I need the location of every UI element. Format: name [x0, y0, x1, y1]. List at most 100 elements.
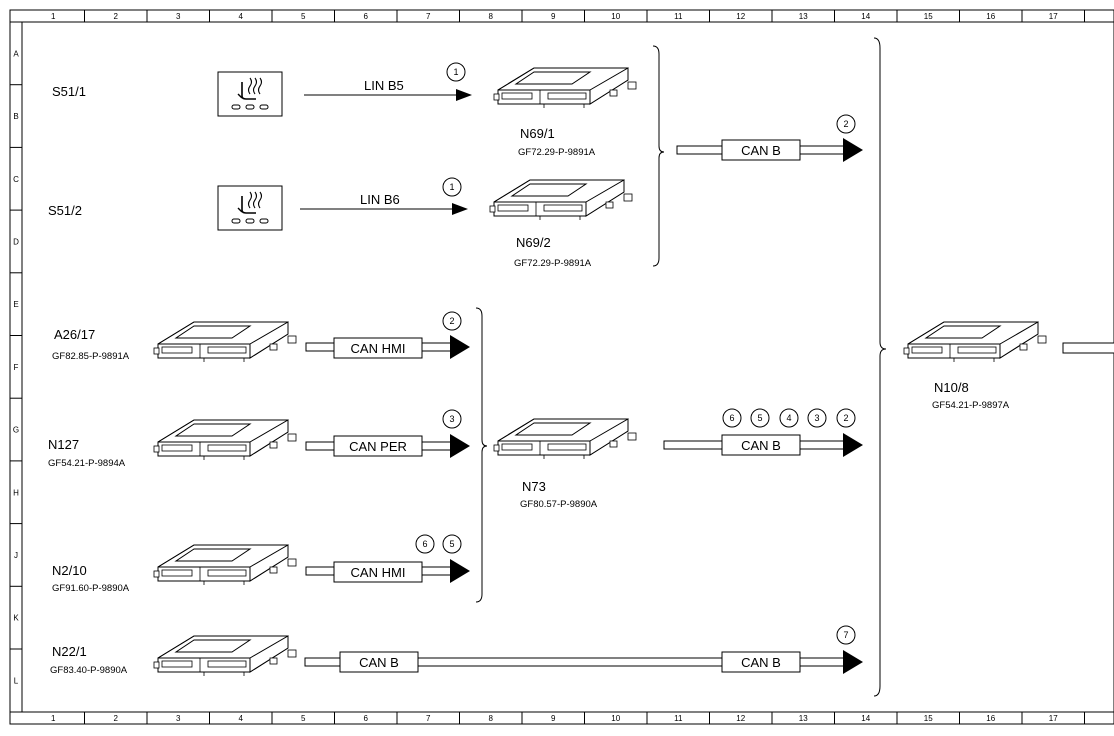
- bus-label: CAN HMI: [351, 565, 406, 580]
- can-b-n69-arrow: CAN B: [676, 138, 863, 162]
- bus-label: CAN HMI: [351, 341, 406, 356]
- column-ruler-label: 13: [799, 714, 808, 723]
- marker-5-can-b-n73: 5: [750, 408, 770, 428]
- brace-n73-inputs: [475, 307, 488, 603]
- marker-1-lin-b5: 1: [446, 62, 466, 82]
- row-ruler-label: D: [13, 237, 19, 246]
- module-reference: GF72.29-P-9891A: [518, 147, 596, 158]
- marker-2-can-b-n69: 2: [836, 114, 856, 134]
- module-label: N10/8: [934, 380, 969, 395]
- can-b-n73-arrow: CAN B: [663, 433, 863, 457]
- marker-2-can-hmi-a26: 2: [442, 311, 462, 331]
- brace-n69: [652, 45, 665, 267]
- module-label: N22/1: [52, 644, 87, 659]
- svg-text:7: 7: [843, 630, 848, 640]
- svg-text:5: 5: [757, 413, 762, 423]
- column-ruler-label: 14: [861, 714, 870, 723]
- lin-b6-line: LIN B6: [300, 192, 468, 215]
- module-reference: GF54.21-P-9897A: [932, 400, 1010, 411]
- module-label: N73: [522, 479, 546, 494]
- module-reference: GF72.29-P-9891A: [514, 258, 592, 269]
- marker-6-can-hmi-n2: 6: [415, 534, 435, 554]
- column-ruler-label: 11: [674, 714, 683, 723]
- row-ruler-label: B: [13, 112, 18, 121]
- module-n10-8: N10/8 GF54.21-P-9897A: [903, 321, 1047, 411]
- column-ruler-label: 1: [51, 12, 56, 21]
- svg-text:1: 1: [449, 182, 454, 192]
- module-n22-1: N22/1 GF83.40-P-9890A: [50, 635, 297, 677]
- seat-heater-icon: [217, 185, 283, 231]
- drawing-frame: [9, 9, 1114, 725]
- row-ruler-label: E: [13, 300, 18, 309]
- switch-label: S51/2: [48, 203, 82, 218]
- row-ruler-label: L: [14, 676, 19, 685]
- svg-text:5: 5: [449, 539, 454, 549]
- module-label: N69/1: [520, 126, 555, 141]
- svg-text:4: 4: [786, 413, 791, 423]
- bus-label: LIN B5: [364, 78, 404, 93]
- column-ruler-label: 5: [301, 12, 306, 21]
- brace-n10-8: [873, 37, 887, 697]
- marker-1-lin-b6: 1: [442, 177, 462, 197]
- column-ruler-label: 7: [426, 714, 431, 723]
- n10-8-output-stub: [1062, 342, 1114, 354]
- column-ruler-label: 12: [736, 714, 745, 723]
- column-ruler-label: 4: [239, 12, 244, 21]
- column-ruler-label: 16: [986, 714, 995, 723]
- svg-text:3: 3: [449, 414, 454, 424]
- marker-7-can-b-n22: 7: [836, 625, 856, 645]
- column-ruler-label: 6: [364, 12, 369, 21]
- column-ruler-label: 17: [1049, 714, 1058, 723]
- column-ruler-label: 13: [799, 12, 808, 21]
- module-reference: GF83.40-P-9890A: [50, 665, 128, 676]
- row-ruler-label: K: [13, 614, 19, 623]
- column-ruler-label: 9: [551, 714, 556, 723]
- bus-label: CAN B: [741, 438, 781, 453]
- column-ruler-label: 11: [674, 12, 683, 21]
- column-ruler-label: 4: [239, 714, 244, 723]
- row-ruler-label: G: [13, 426, 19, 435]
- svg-text:2: 2: [843, 119, 848, 129]
- marker-5-can-hmi-n2: 5: [442, 534, 462, 554]
- column-ruler-label: 8: [489, 714, 494, 723]
- column-ruler-label: 15: [924, 714, 933, 723]
- module-label: N2/10: [52, 563, 87, 578]
- module-reference: GF91.60-P-9890A: [52, 583, 130, 594]
- column-ruler-label: 15: [924, 12, 933, 21]
- module-reference: GF80.57-P-9890A: [520, 499, 598, 510]
- bus-label: CAN B: [741, 655, 781, 670]
- can-per-n127-arrow: CAN PER: [305, 434, 470, 458]
- marker-3-can-b-n73: 3: [807, 408, 827, 428]
- module-label: N127: [48, 437, 79, 452]
- column-ruler-label: 14: [861, 12, 870, 21]
- can-hmi-n2-arrow: CAN HMI: [305, 559, 470, 583]
- bus-label: CAN PER: [349, 439, 407, 454]
- module-n73: N73 GF80.57-P-9890A: [493, 418, 637, 510]
- column-ruler-label: 9: [551, 12, 556, 21]
- bus-label: CAN B: [359, 655, 399, 670]
- svg-text:2: 2: [449, 316, 454, 326]
- switch-label: S51/1: [52, 84, 86, 99]
- module-n2-10: N2/10 GF91.60-P-9890A: [52, 544, 297, 594]
- module-label: A26/17: [54, 327, 95, 342]
- module-n69-1: N69/1 GF72.29-P-9891A: [493, 67, 637, 158]
- column-ruler-label: 6: [364, 714, 369, 723]
- column-ruler-label: 7: [426, 12, 431, 21]
- can-b-n22-arrow: CAN B CAN B: [304, 650, 863, 674]
- module-reference: GF54.21-P-9894A: [48, 458, 126, 469]
- column-ruler-label: 3: [176, 714, 181, 723]
- column-ruler-label: 16: [986, 12, 995, 21]
- marker-4-can-b-n73: 4: [779, 408, 799, 428]
- module-a26-17: A26/17 GF82.85-P-9891A: [52, 321, 297, 363]
- module-n69-2: N69/2 GF72.29-P-9891A: [489, 179, 633, 269]
- column-ruler-label: 3: [176, 12, 181, 21]
- row-ruler-label: A: [13, 49, 19, 58]
- column-ruler-label: 10: [611, 12, 620, 21]
- column-ruler-label: 17: [1049, 12, 1058, 21]
- can-hmi-a26-arrow: CAN HMI: [305, 335, 470, 359]
- marker-3-can-per: 3: [442, 409, 462, 429]
- module-label: N69/2: [516, 235, 551, 250]
